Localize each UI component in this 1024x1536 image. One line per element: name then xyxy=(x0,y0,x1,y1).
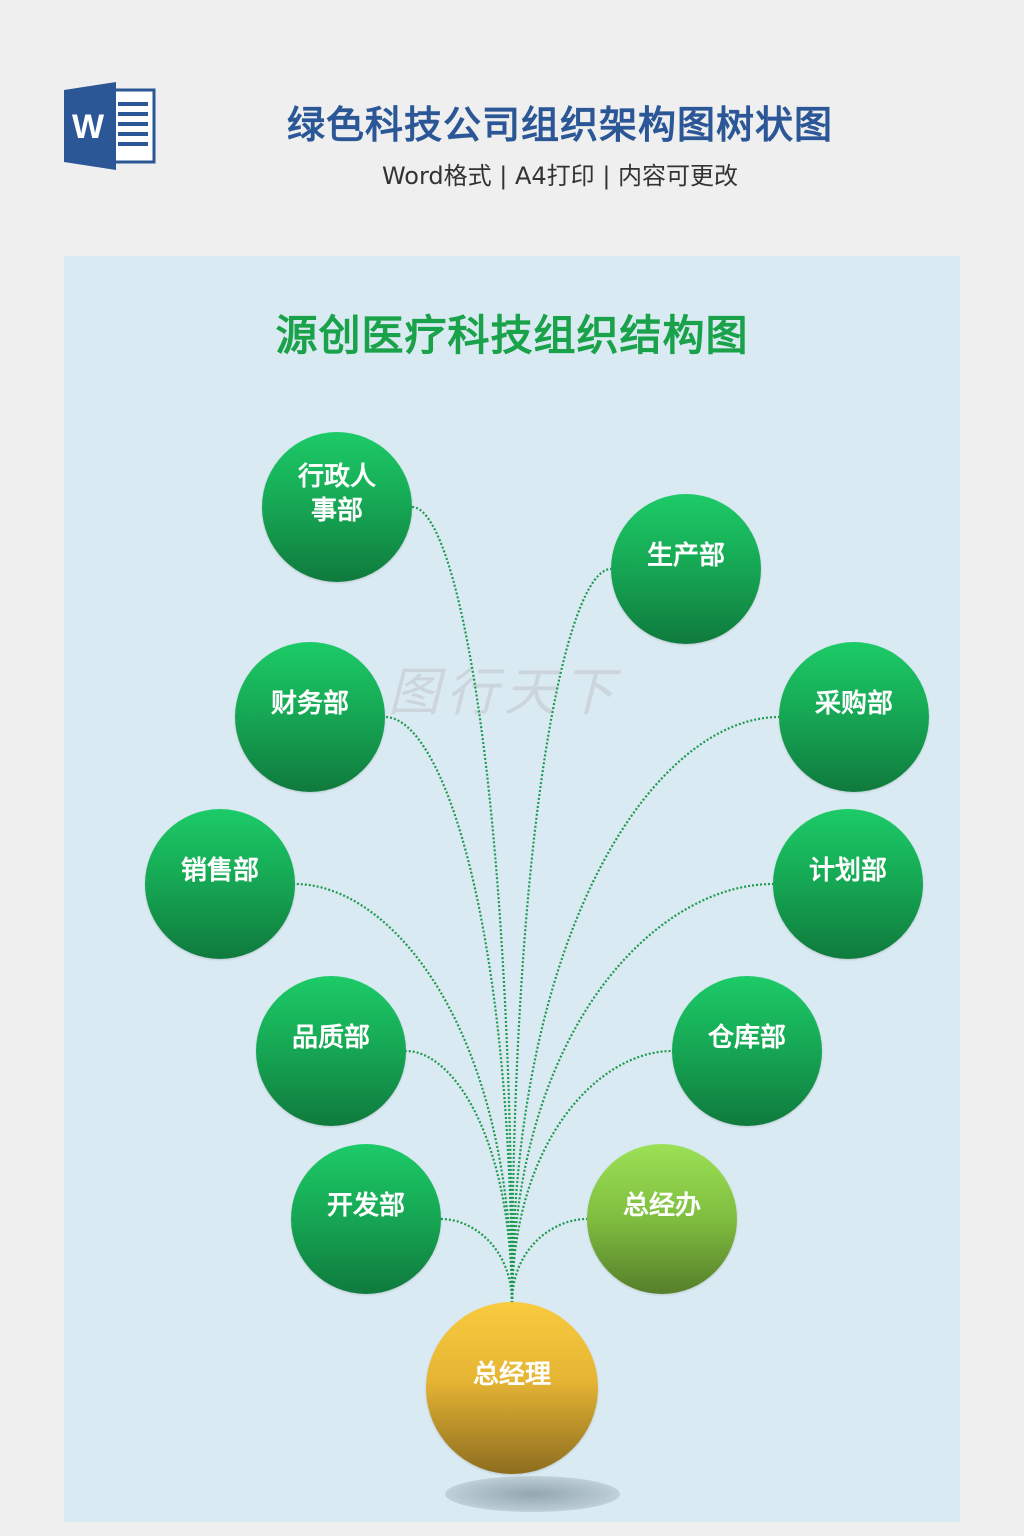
org-node[interactable]: 生产部 xyxy=(611,494,761,644)
link-line xyxy=(405,1049,514,1304)
root-shadow xyxy=(445,1476,620,1512)
svg-text:W: W xyxy=(72,108,105,146)
page-title: 绿色科技公司组织架构图树状图 xyxy=(286,103,833,147)
org-node[interactable]: 财务部 xyxy=(235,642,385,792)
org-node[interactable]: 行政人 事部 xyxy=(262,432,412,582)
link-line xyxy=(440,1217,514,1304)
org-node-label: 生产部 xyxy=(646,541,725,572)
link-line xyxy=(510,1049,673,1304)
org-node-label: 开发部 xyxy=(326,1191,405,1222)
page-subtitle: Word格式 | A4打印 | 内容可更改 xyxy=(381,162,739,190)
org-node-label: 总经办 xyxy=(622,1191,701,1222)
watermark: 图行天下 xyxy=(388,663,621,723)
org-node-label: 品质部 xyxy=(291,1023,370,1054)
org-node[interactable]: 仓库部 xyxy=(672,976,822,1126)
link-line xyxy=(510,1217,588,1304)
org-node-label: 销售部 xyxy=(180,856,259,887)
word-logo-icon: W xyxy=(64,82,156,170)
link-line xyxy=(411,505,514,1304)
org-node-label: 行政人 事部 xyxy=(297,462,376,526)
org-node[interactable]: 品质部 xyxy=(256,976,406,1126)
org-node[interactable]: 采购部 xyxy=(779,642,929,792)
org-node[interactable]: 开发部 xyxy=(291,1144,441,1294)
link-line xyxy=(294,882,514,1304)
chart-title: 源创医疗科技组织结构图 xyxy=(275,311,749,360)
link-line xyxy=(510,882,774,1304)
root-node[interactable]: 总经理 xyxy=(426,1302,598,1474)
org-node-label: 计划部 xyxy=(808,856,887,887)
org-node[interactable]: 销售部 xyxy=(145,809,295,959)
org-node[interactable]: 总经办 xyxy=(587,1144,737,1294)
link-line xyxy=(510,715,780,1304)
root-label: 总经理 xyxy=(472,1360,551,1391)
org-node-label: 仓库部 xyxy=(707,1023,786,1054)
org-node[interactable]: 计划部 xyxy=(773,809,923,959)
org-node-label: 财务部 xyxy=(270,689,349,720)
org-node-label: 采购部 xyxy=(814,689,893,720)
